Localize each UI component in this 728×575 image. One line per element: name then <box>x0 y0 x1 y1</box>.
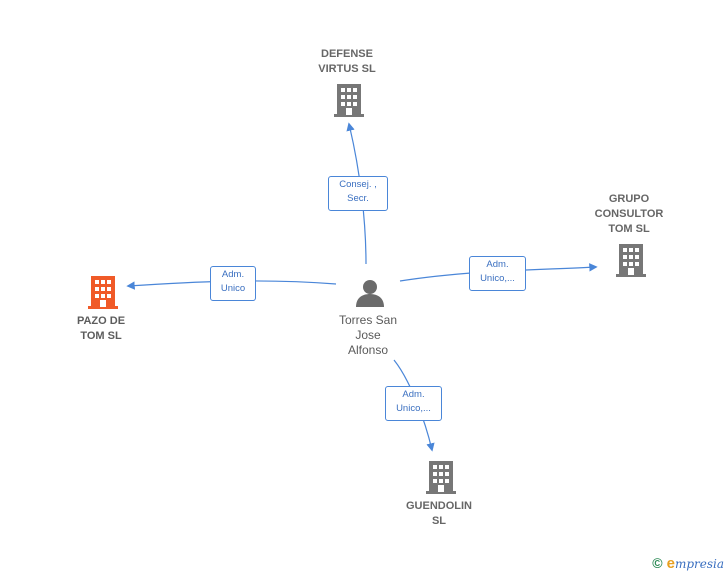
node-label-top[interactable]: DEFENSE VIRTUS SL <box>318 48 376 75</box>
copyright-icon: © <box>652 555 663 571</box>
edge-label-left[interactable]: Adm. Unico <box>210 266 256 301</box>
edge-label-top[interactable]: Consej. , Secr. <box>328 176 388 211</box>
brand-logo-initial: e <box>666 555 675 572</box>
node-label-left[interactable]: PAZO DE TOM SL <box>76 315 126 342</box>
edge-label-bottom[interactable]: Adm. Unico,... <box>385 386 442 421</box>
building-icon[interactable] <box>88 276 118 309</box>
building-icon[interactable] <box>334 84 364 117</box>
brand-logo-text: mpresia <box>674 557 724 571</box>
person-label-center[interactable]: Torres San Jose Alfonso <box>338 313 398 357</box>
footer-brand: ©empresia <box>652 555 724 572</box>
person-icon[interactable] <box>356 280 384 307</box>
edge-label-right[interactable]: Adm. Unico,... <box>469 256 526 291</box>
building-icon[interactable] <box>616 244 646 277</box>
node-label-bottom[interactable]: GUENDOLIN SL <box>406 500 472 527</box>
building-icon[interactable] <box>426 461 456 494</box>
node-label-right[interactable]: GRUPO CONSULTOR TOM SL <box>594 193 664 235</box>
